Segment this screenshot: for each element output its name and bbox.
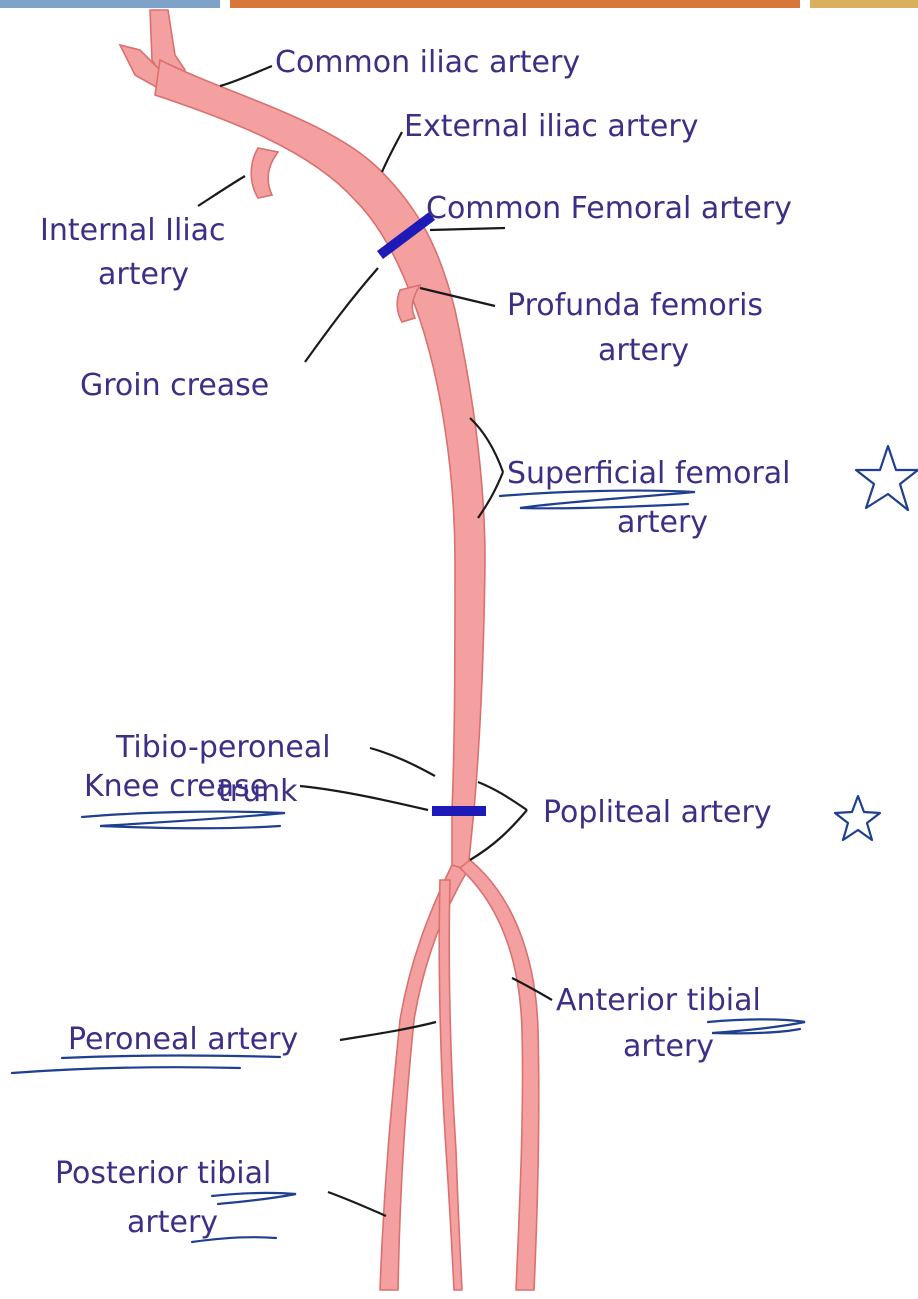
label-popliteal: Popliteal artery: [543, 795, 772, 830]
label-superficial-femoral-2: artery: [617, 505, 708, 540]
underline-posterior-tibial: [212, 1193, 296, 1204]
leader-knee-crease: [300, 786, 428, 810]
leader-groin-crease: [305, 268, 378, 362]
underline-anterior-tibial: [708, 1019, 805, 1033]
leader-popliteal: [470, 782, 527, 860]
label-tibio-peroneal-2: trunk: [218, 774, 298, 809]
star-outline-icon: [856, 446, 918, 510]
label-tibio-peroneal-1: Tibio-peroneal: [115, 730, 331, 765]
label-common-femoral: Common Femoral artery: [426, 191, 792, 226]
label-anterior-tibial-1: Anterior tibial: [556, 983, 761, 1018]
leader-tibio-peroneal: [370, 748, 435, 776]
label-common-iliac: Common iliac artery: [275, 45, 580, 80]
star-outline-icon: [835, 796, 880, 840]
top-bar-right: [810, 0, 918, 8]
internal-iliac-branch: [251, 148, 278, 198]
underline-knee-crease: [82, 812, 285, 829]
leader-posterior-tibial: [328, 1192, 386, 1216]
anterior-tibial-branch: [460, 860, 539, 1290]
label-internal-iliac-2: artery: [98, 257, 189, 292]
leader-peroneal: [340, 1022, 436, 1040]
label-posterior-tibial-2: artery: [127, 1205, 218, 1240]
label-superficial-femoral-1: Superficial femoral: [507, 456, 791, 491]
label-external-iliac: External iliac artery: [404, 109, 698, 144]
leader-common-iliac: [220, 66, 272, 86]
label-peroneal: Peroneal artery: [68, 1022, 298, 1057]
label-anterior-tibial-2: artery: [623, 1029, 714, 1064]
label-groin-crease: Groin crease: [80, 368, 269, 403]
top-bar-left: [0, 0, 220, 8]
top-bar-middle: [230, 0, 800, 8]
leader-internal-iliac: [198, 176, 245, 206]
label-internal-iliac-1: Internal Iliac: [40, 213, 226, 248]
leader-external-iliac: [382, 132, 402, 172]
underline-peroneal: [12, 1067, 240, 1073]
underline-superficial-femoral: [500, 491, 695, 509]
leader-common-femoral: [430, 228, 505, 230]
label-profunda-2: artery: [598, 333, 689, 368]
label-profunda-1: Profunda femoris: [507, 288, 763, 323]
label-posterior-tibial-1: Posterior tibial: [55, 1156, 271, 1191]
peroneal-branch: [439, 880, 462, 1290]
